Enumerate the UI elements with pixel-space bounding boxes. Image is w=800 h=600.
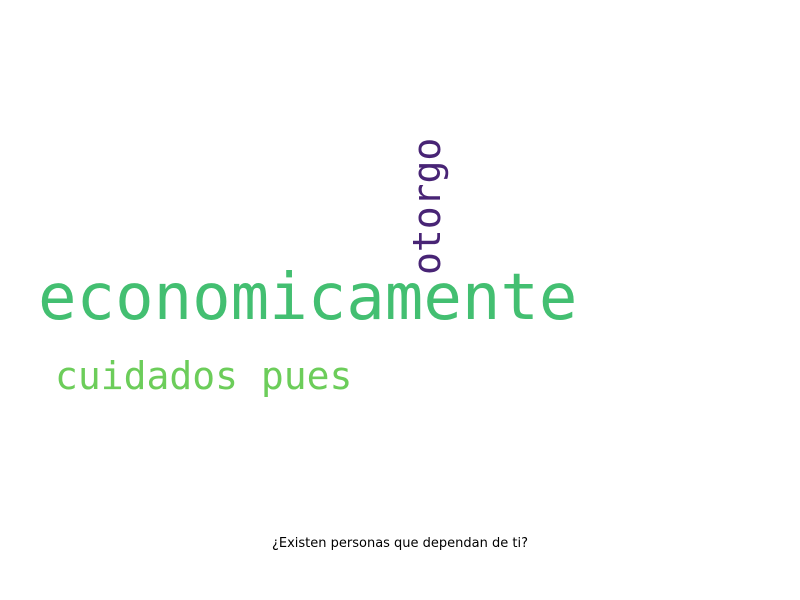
word-cuidados-pues: cuidados pues [55,354,353,398]
word-economicamente: economicamente [38,261,578,335]
word-otorgo: otorgo [405,137,449,275]
chart-caption: ¿Existen personas que dependan de ti? [271,536,529,551]
